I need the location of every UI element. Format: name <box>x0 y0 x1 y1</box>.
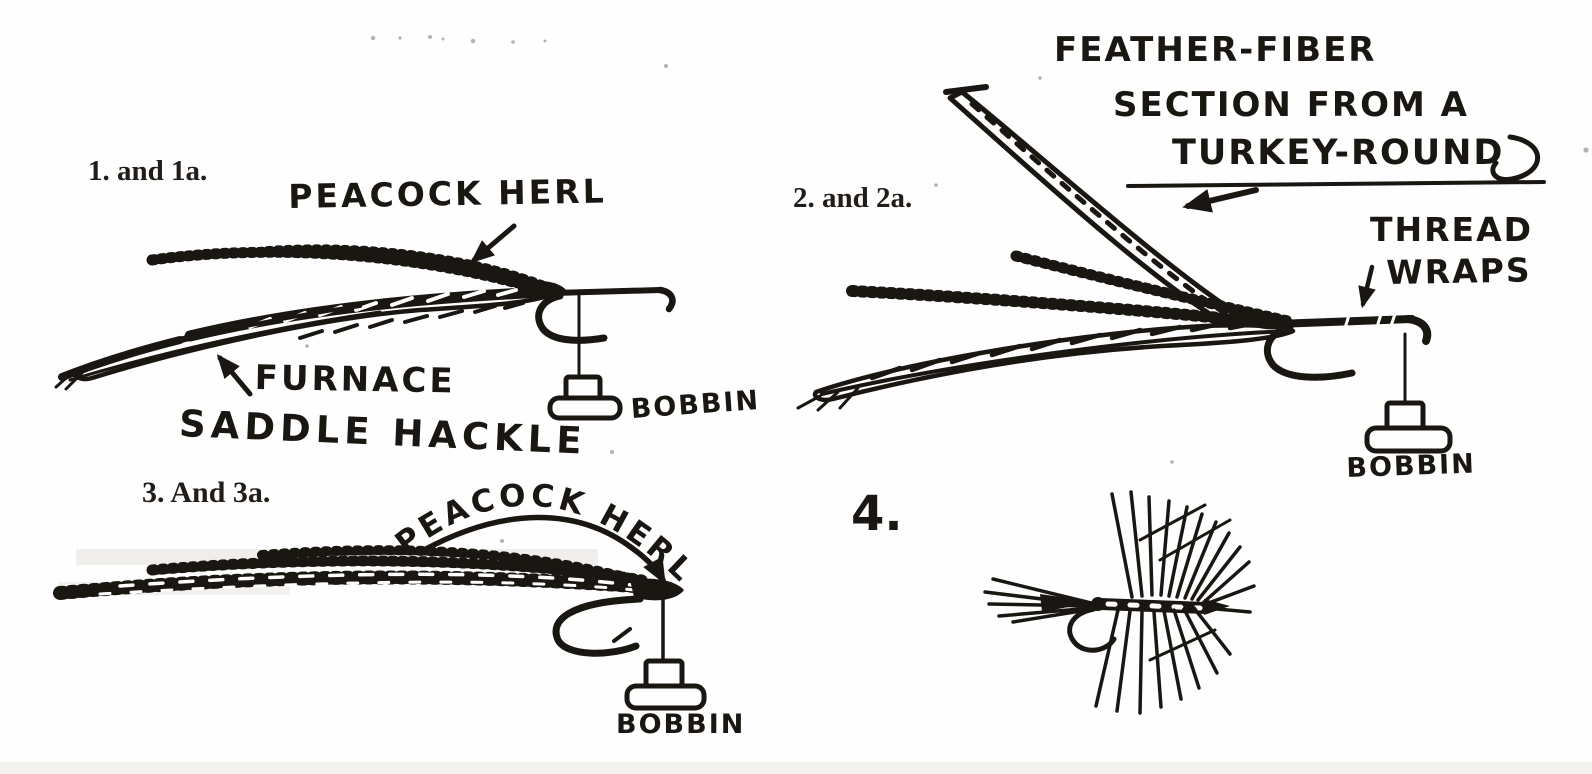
bobbin-drawing-step2 <box>1364 400 1453 454</box>
thread-wraps-label-line1: THREAD <box>1370 210 1534 249</box>
turkey-label-underline <box>1126 180 1546 188</box>
step1-drawing <box>54 223 676 421</box>
hook-drawing-step1 <box>517 281 676 344</box>
thread-wraps-arrow <box>1358 264 1376 309</box>
speckle-dots <box>305 35 1589 543</box>
bobbin-drawing-step3 <box>624 658 707 711</box>
bobbin-drawing-step1 <box>547 374 623 421</box>
peacock-herl-wrap-arrow <box>421 514 666 585</box>
step4-finished-fly-drawing <box>983 490 1256 715</box>
herl-wrapped-body <box>53 545 655 600</box>
hook-drawing-step2 <box>1250 309 1432 381</box>
step-1-label: 1. and 1a. <box>88 155 208 187</box>
fly-body-segments <box>1105 601 1203 611</box>
thread-wraps-label-line2: WRAPS <box>1385 250 1532 292</box>
hackle-feather-step2 <box>796 320 1296 412</box>
hook-drawing-step4 <box>1067 606 1117 653</box>
side-fibers <box>1204 584 1256 614</box>
feather-fiber-label-line3: TURKEY-ROUND <box>1172 133 1505 173</box>
bobbin-label-step2: BOBBIN <box>1345 448 1477 484</box>
feather-fiber-label-line1: FEATHER-FIBER <box>1054 30 1377 70</box>
bobbin-label-step3: BOBBIN <box>616 709 746 740</box>
peacock-herl-strands <box>146 244 554 297</box>
furnace-saddle-hackle-feather <box>54 286 551 391</box>
step-2-label: 2. and 2a. <box>793 182 913 214</box>
peacock-herl-label-step1: PEACOCK HERL <box>287 171 608 216</box>
step2-drawing <box>796 84 1546 454</box>
feather-fiber-label-line2: SECTION FROM A <box>1113 85 1469 125</box>
step-3-label: 3. And 3a. <box>142 476 271 509</box>
peacock-herl-arrow-step1 <box>470 223 517 264</box>
tail-fibers <box>983 577 1095 624</box>
furnace-hackle-arrow <box>216 354 253 397</box>
turkey-section-arrow <box>1182 187 1259 213</box>
lower-hackle-fibers <box>1094 606 1232 715</box>
furnace-label: FURNACE <box>254 358 456 402</box>
step-4-label: 4. <box>851 486 903 542</box>
turkey-label-flourish <box>1490 134 1541 183</box>
peacock-herl-strands-step2 <box>846 250 1294 331</box>
upper-hackle-fibers <box>1110 490 1251 604</box>
